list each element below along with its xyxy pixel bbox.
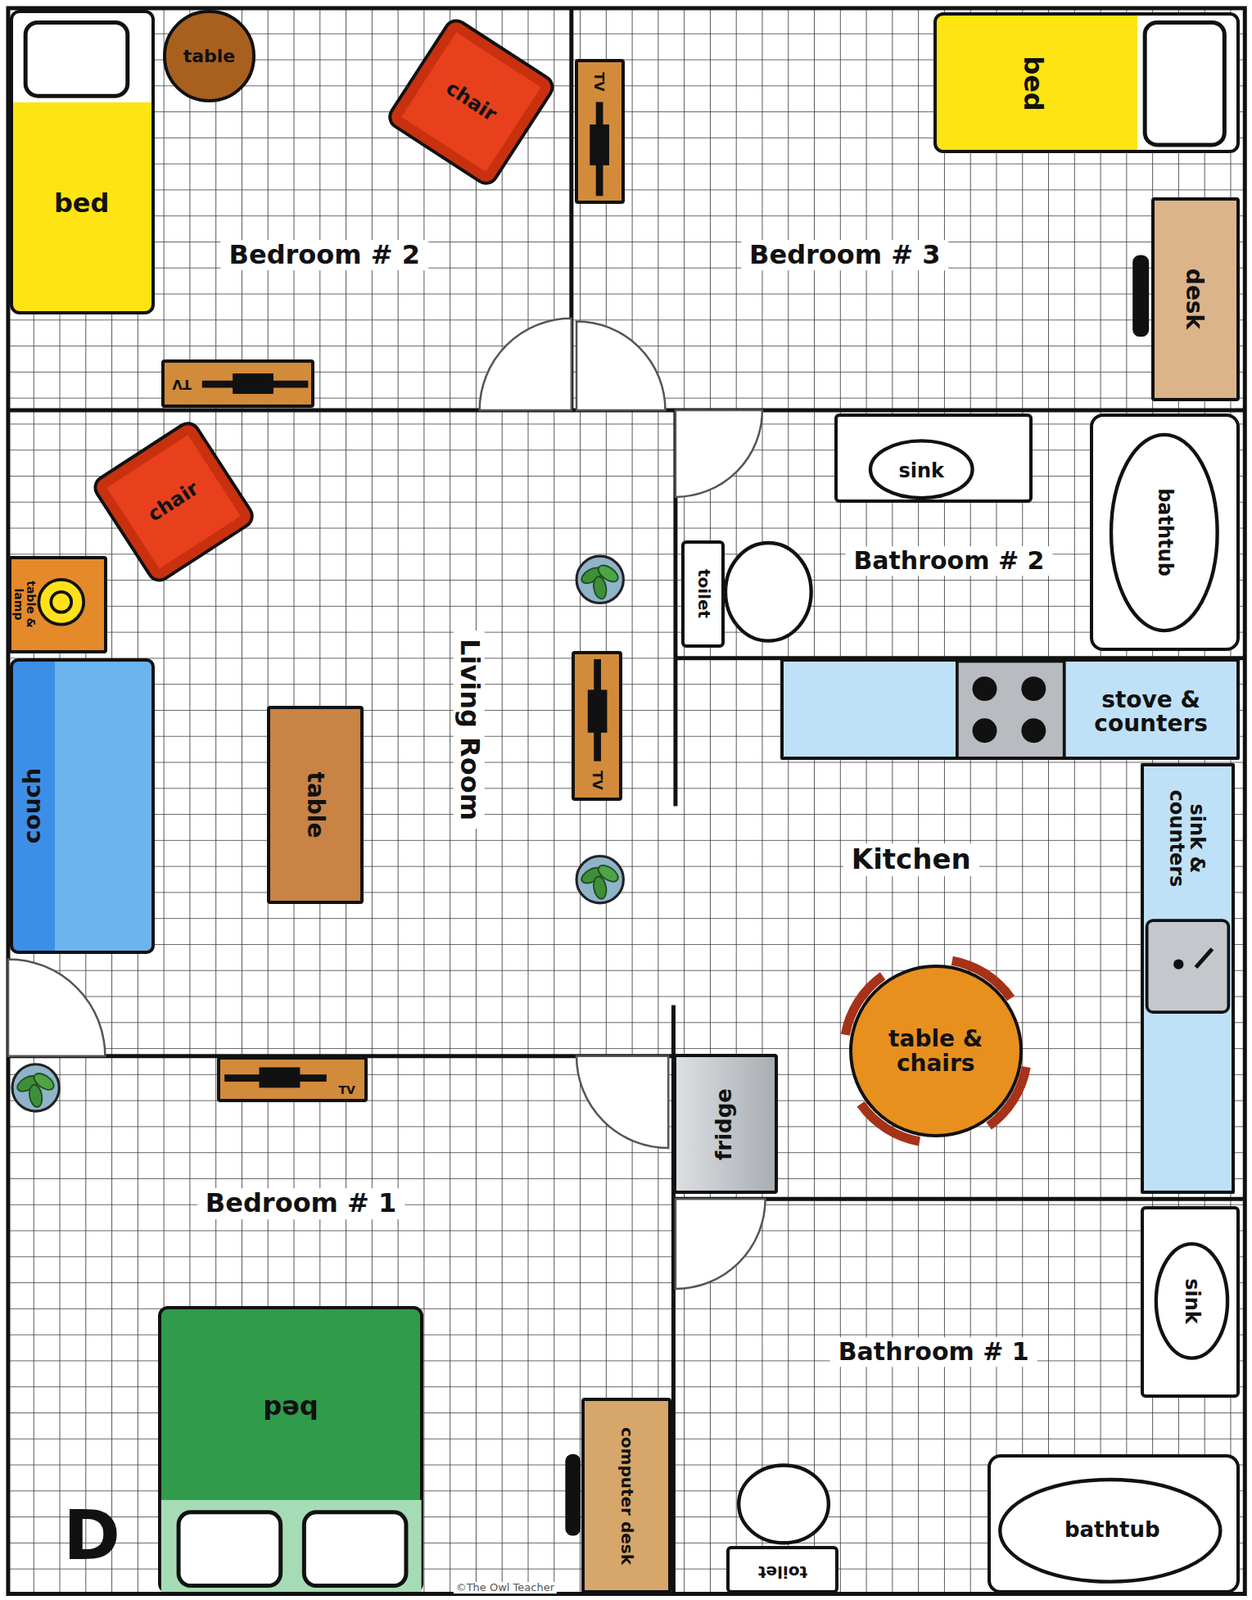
room-label: Bathroom # 1: [830, 1337, 1038, 1367]
furniture-label: bed: [54, 189, 110, 218]
furniture-piece: table: [162, 9, 255, 102]
furniture-label: bed: [1018, 55, 1047, 112]
room-label: Bathroom # 2: [845, 546, 1053, 577]
furniture-label: table & chairs: [862, 1026, 1010, 1076]
furniture-label: table: [302, 772, 327, 839]
room-label: Living Room: [453, 630, 485, 829]
furniture-label: sink & counters: [1166, 768, 1207, 909]
furniture-piece: fridge: [673, 1053, 778, 1194]
furniture-label: sink: [1181, 1278, 1203, 1325]
furniture-label: couch: [20, 768, 45, 844]
furniture-label: computer desk: [618, 1426, 636, 1566]
furniture-piece: computer desk: [581, 1397, 672, 1594]
furniture-label: bed: [262, 1394, 319, 1423]
furniture-piece: desk: [1151, 197, 1240, 402]
furniture-piece: chair: [88, 417, 258, 588]
furniture-label: toilet: [694, 569, 712, 619]
furniture-label: TV: [592, 72, 606, 91]
furniture-piece: toilet: [726, 1545, 839, 1595]
furniture-piece: table: [266, 705, 363, 904]
furniture-label: table & lamp: [12, 563, 37, 646]
room-label: Bedroom # 2: [221, 239, 429, 272]
room-label: Bedroom # 3: [741, 239, 949, 272]
furniture-label: bathtub: [1153, 488, 1175, 578]
room-label: Kitchen: [843, 844, 980, 877]
room-region: Living Room chair table & lamp couch table TV: [8, 410, 676, 1057]
furniture-label: sink: [898, 461, 945, 482]
furniture-label: chair: [442, 78, 500, 127]
door-swings: [8, 318, 766, 1289]
furniture-label: desk: [1181, 268, 1206, 330]
furniture-piece: chair: [384, 14, 560, 190]
furniture-label: bathtub: [1064, 1519, 1161, 1542]
furniture-label: TV: [171, 376, 191, 391]
corner-letter: D: [63, 1499, 121, 1572]
furniture-label: toilet: [758, 1563, 808, 1581]
room-label: Bedroom # 1: [197, 1188, 405, 1221]
copyright-note: ©The Owl Teacher: [453, 1581, 557, 1594]
walls: [8, 8, 1245, 1595]
furniture-piece: table & chairs: [849, 964, 1023, 1139]
furniture-label: stove & counters: [1069, 687, 1234, 736]
furniture-label: fridge: [713, 1088, 736, 1161]
furniture-piece: couch: [9, 658, 155, 954]
furniture-label: TV: [338, 1084, 355, 1097]
furniture-label: TV: [590, 771, 605, 791]
furniture-piece: toilet: [681, 540, 724, 648]
furniture-label: chair: [144, 478, 203, 526]
furniture-label: table: [183, 46, 236, 66]
